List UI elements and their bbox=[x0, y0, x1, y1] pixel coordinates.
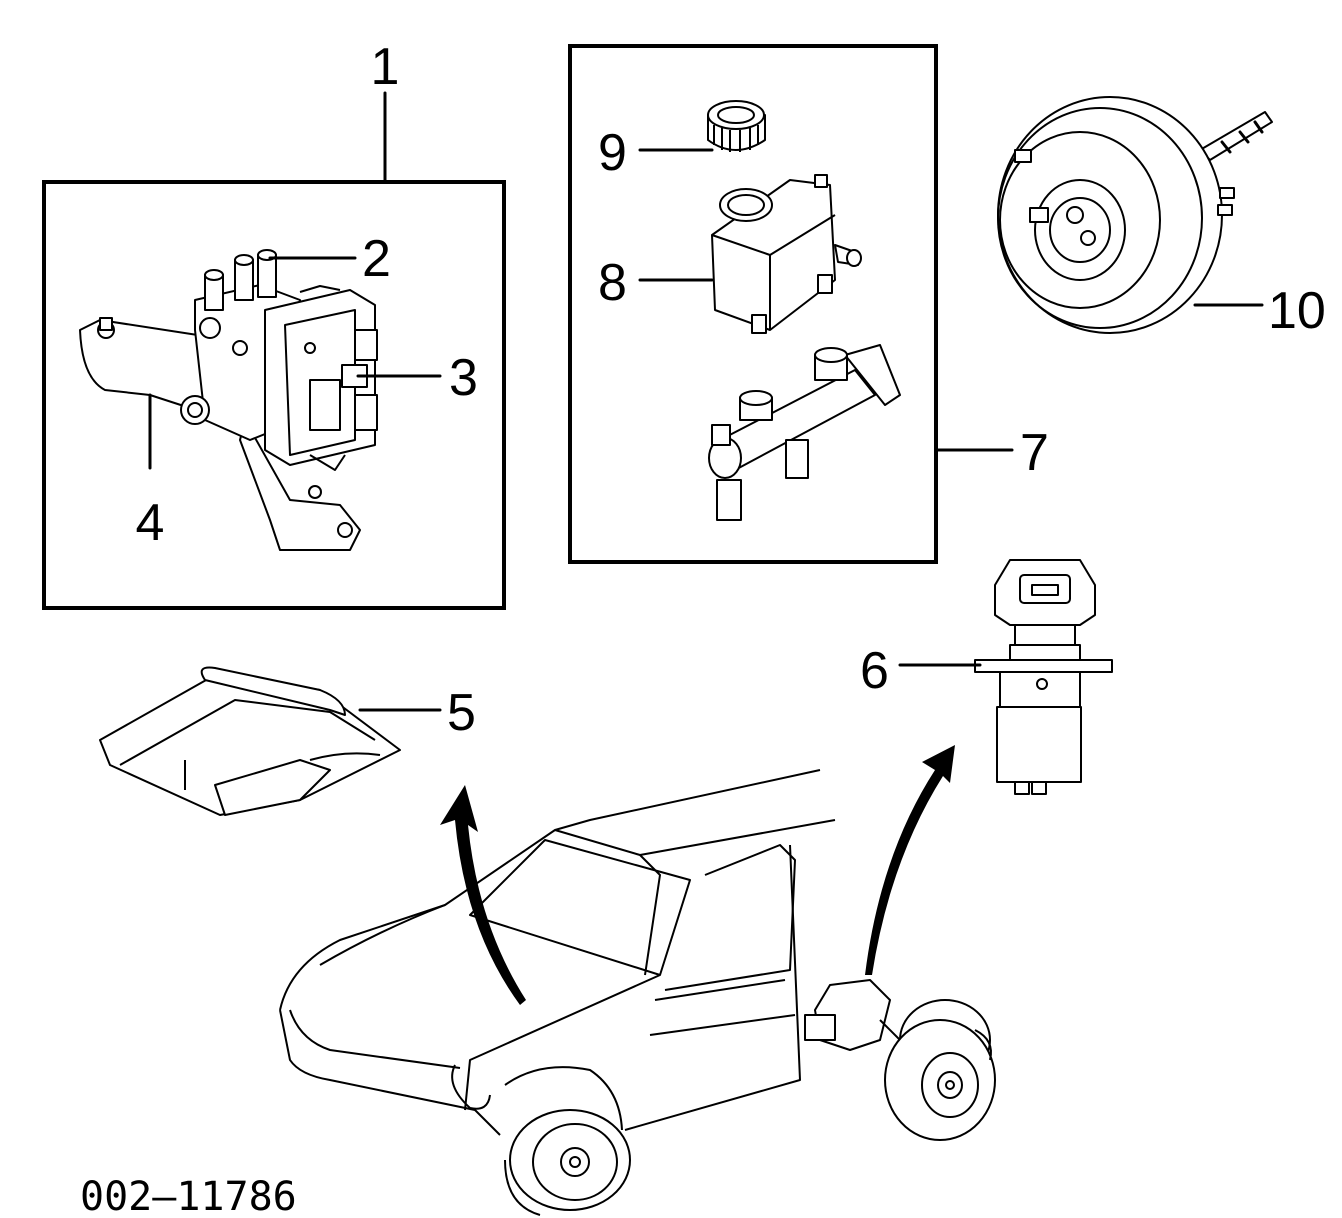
callout-7: 7 bbox=[1020, 424, 1049, 482]
booster-icon bbox=[997, 96, 1273, 334]
callout-1: 1 bbox=[371, 38, 400, 96]
sensor-icon bbox=[974, 559, 1113, 795]
group-box-master-cylinder bbox=[568, 44, 938, 564]
group-box-abs-assembly bbox=[42, 180, 506, 610]
reservoir-icon bbox=[711, 174, 862, 334]
callout-8: 8 bbox=[598, 254, 627, 312]
wheel-hub-icon bbox=[804, 979, 996, 1141]
callout-4: 4 bbox=[136, 494, 165, 552]
master-cylinder-icon bbox=[708, 344, 901, 521]
arrow-to-insulator bbox=[440, 785, 526, 1005]
abs-hydraulic-unit-icon bbox=[79, 249, 378, 551]
callout-9: 9 bbox=[598, 124, 627, 182]
cap-icon bbox=[707, 100, 766, 152]
callout-2: 2 bbox=[362, 230, 391, 288]
callout-6: 6 bbox=[860, 642, 889, 700]
callout-5: 5 bbox=[447, 684, 476, 742]
callout-10: 10 bbox=[1268, 282, 1326, 340]
pickup-truck-icon bbox=[279, 769, 836, 1216]
arrow-to-sensor bbox=[865, 745, 955, 975]
diagram-id: 002–11786 bbox=[80, 1174, 297, 1218]
callout-3: 3 bbox=[449, 349, 478, 407]
insulator-pad-icon bbox=[99, 666, 401, 816]
